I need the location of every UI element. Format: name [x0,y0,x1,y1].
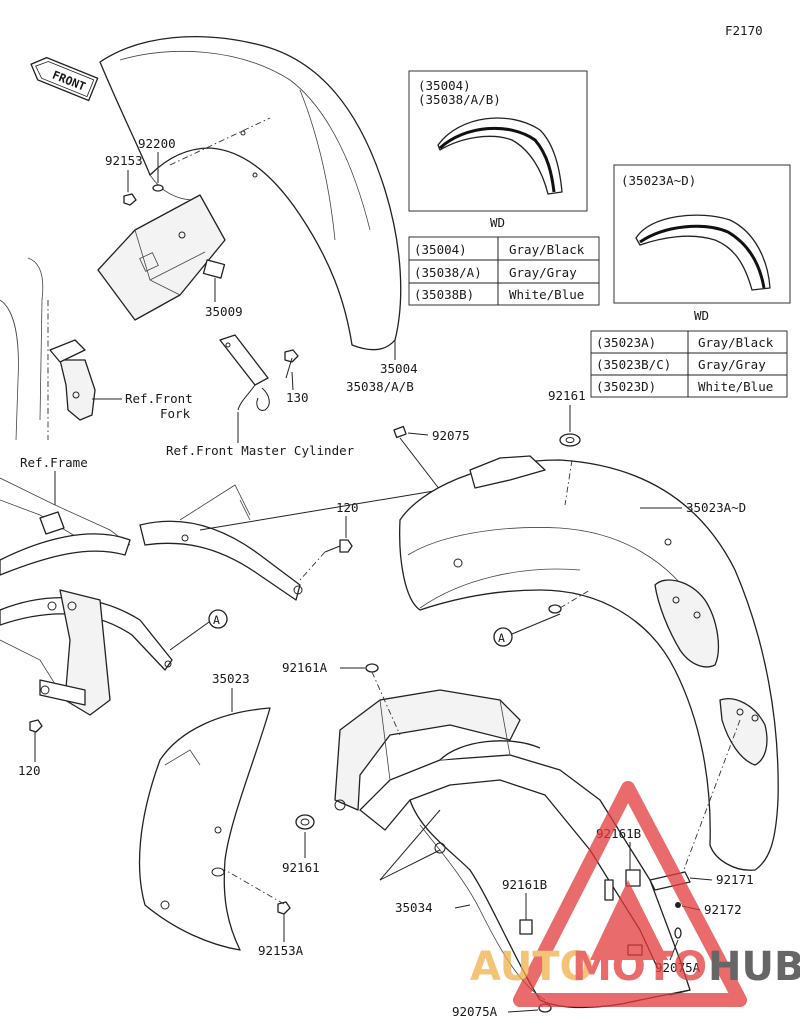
callout-92171: 92171 [716,872,754,887]
grommet-92161A [365,663,379,673]
front-table-color-1: Gray/Black [509,242,585,257]
nut-92172 [675,902,681,908]
callout-35023: 35023 [212,671,250,686]
callout-92075A-bottom: 92075A [452,1004,498,1019]
callout-35004: 35004 [380,361,418,376]
inset-rear-fender: (35023A~D) WD [613,164,791,323]
inset-front-line2: (35038/A/B) [418,92,501,107]
inset-front-fender: (35004) (35038/A/B) WD [408,70,588,230]
rear-table-color-3: White/Blue [698,379,773,394]
callout-ref-front-master-cylinder: Ref.Front Master Cylinder [166,443,355,458]
callout-92161A: 92161A [282,660,328,675]
rear-table-part-2: (35023B/C) [596,357,671,372]
front-table-part-3: (35038B) [414,287,474,302]
rear-frame-sketch [0,477,303,716]
callout-92172: 92172 [704,902,742,917]
bolt-92153 [123,193,137,206]
bolt-130 [284,349,299,379]
clip-92075 [393,425,407,439]
color-table-rear: (35023A) Gray/Black (35023B/C) Gray/Gray… [590,330,788,398]
front-table-color-2: Gray/Gray [509,265,577,280]
rear-table-color-1: Gray/Black [698,335,774,350]
clip-92075A-right [674,927,682,939]
inner-fender-35023 [138,707,271,951]
callout-92161B-lower: 92161B [502,877,547,892]
rear-fender-main [399,455,779,881]
callout-ref-frame: Ref.Frame [20,455,88,470]
front-fender [99,36,402,351]
callout-120-upper: 120 [336,500,359,515]
front-fender-bracket [97,194,226,321]
callout-ref-front-fork-line1: Ref.Front [125,391,193,406]
rear-table-part-1: (35023A) [596,335,656,350]
front-table-part-2: (35038/A) [414,265,482,280]
callout-35023A-D: 35023A~D [686,500,746,515]
reference-a-left-label: A [213,613,220,627]
callout-120-lower: 120 [18,763,41,778]
watermark-logo: AUTO MOTO HUB [470,781,800,1007]
washer-92200 [152,184,164,192]
grommet-92161-top [559,433,581,447]
front-fork-sketch [0,257,96,441]
inset-rear-caption: WD [694,308,709,323]
front-direction-arrow: FRONT [30,56,99,102]
bolt-120-lower [29,719,43,733]
rear-table-part-3: (35023D) [596,379,656,394]
callout-ref-front-fork-line2: Fork [160,406,191,421]
callout-92161-top: 92161 [548,388,586,403]
diagram-code: F2170 [725,23,763,38]
grommet-92161-lower [295,814,315,830]
callout-92153: 92153 [105,153,143,168]
callout-92075A-right: 92075A [655,960,701,975]
front-table-part-1: (35004) [414,242,467,257]
callout-92153A: 92153A [258,943,304,958]
color-table-front: (35004) Gray/Black (35038/A) Gray/Gray (… [408,236,600,306]
watermark-text-moto: MOTO [572,944,707,990]
callout-92161-lower: 92161 [282,860,320,875]
reference-marker-a-right: A [493,613,561,647]
callout-35009: 35009 [205,304,243,319]
callout-92075: 92075 [432,428,470,443]
bolt-92153A [277,901,291,915]
callout-35038: 35038/A/B [346,379,414,394]
inset-front-caption: WD [490,215,505,230]
inset-front-line1: (35004) [418,78,471,93]
callout-35034: 35034 [395,900,433,915]
watermark-text-auto: AUTO [470,944,594,990]
reference-a-right-label: A [498,631,505,645]
bolt-120-upper [324,539,353,553]
rear-table-color-2: Gray/Gray [698,357,766,372]
inset-rear-line1: (35023A~D) [621,173,696,188]
watermark-text-hub: HUB [708,944,800,990]
brake-hose-clamp [219,334,270,411]
callout-130: 130 [286,390,309,405]
reference-marker-a-left: A [169,609,228,651]
callout-92200: 92200 [138,136,176,151]
front-table-color-3: White/Blue [509,287,584,302]
